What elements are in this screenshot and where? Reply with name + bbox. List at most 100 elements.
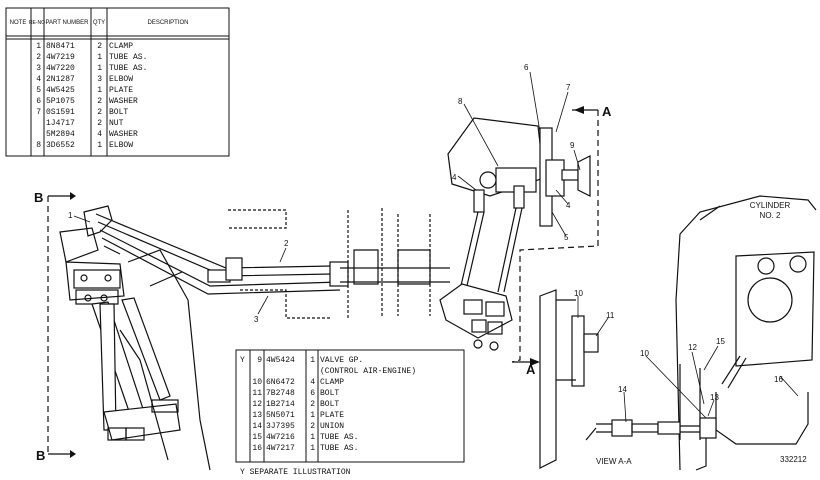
row-part-number: 2N1287: [46, 75, 75, 84]
row-qty: 2: [97, 42, 102, 51]
cylinder-label-line2: NO. 2: [760, 211, 781, 220]
row-ref: 8: [36, 141, 41, 150]
parts-table-top: [5, 7, 230, 157]
row-part-number: 4W7216: [266, 433, 295, 442]
callout-7: 7: [566, 83, 571, 92]
row-part-number: 5N5071: [266, 411, 295, 420]
row-description: (CONTROL AIR-ENGINE): [320, 367, 416, 376]
row-description: TUBE AS.: [109, 53, 147, 62]
section-markers: A A B B: [34, 104, 612, 463]
callout-4-right: 4: [566, 201, 571, 210]
section-b-bottom: B: [36, 448, 45, 463]
callout-14: 14: [618, 385, 627, 394]
header-part-number: PART NUMBER: [45, 20, 89, 26]
row-qty: 2: [310, 400, 315, 409]
row-qty: 1: [97, 64, 102, 73]
row-qty: 2: [310, 422, 315, 431]
row-ref: 6: [36, 97, 41, 106]
row-qty: 1: [310, 433, 315, 442]
row-ref: 2: [36, 53, 41, 62]
row-ref: 7: [36, 108, 41, 117]
row-qty: 1: [310, 411, 315, 420]
row-part-number: 4W5425: [46, 86, 75, 95]
callout-10-bottom: 10: [640, 349, 649, 358]
row-qty: 4: [97, 130, 102, 139]
row-ref: 13: [252, 411, 262, 420]
row-part-number: 3D6552: [46, 141, 75, 150]
row-qty: 1: [97, 53, 102, 62]
row-ref: 16: [252, 444, 262, 453]
view-label: VIEW A-A: [596, 457, 632, 466]
row-part-number: 5P1075: [46, 97, 75, 106]
row-part-number: 5M2894: [46, 130, 75, 139]
row-description: BOLT: [320, 400, 339, 409]
row-description: NUT: [109, 119, 124, 128]
row-description: UNION: [320, 422, 344, 431]
callout-5: 5: [564, 233, 569, 242]
view-a-a: [539, 195, 817, 471]
row-part-number: 1J4717: [46, 119, 75, 128]
row-qty: 4: [310, 378, 315, 387]
row-description: PLATE: [109, 86, 133, 95]
row-ref: 11: [252, 389, 262, 398]
header-ref: RE-NO: [29, 20, 45, 26]
row-ref: 15: [252, 433, 262, 442]
callout-12: 12: [688, 343, 697, 352]
row-part-number: 8N8471: [46, 42, 75, 51]
row-qty: 1: [97, 86, 102, 95]
leader-lines: [73, 71, 799, 423]
callout-13: 13: [710, 393, 719, 402]
illustration-number: 332212: [780, 455, 807, 464]
callout-8: 8: [458, 97, 463, 106]
section-b-top: B: [34, 190, 43, 205]
row-description: TUBE AS.: [320, 433, 358, 442]
row-part-number: 0S1591: [46, 108, 75, 117]
row-description: ELBOW: [109, 141, 133, 150]
parts-table-top-headers: NOTE RE-NO PART NUMBER QTY DESCRIPTION: [10, 20, 189, 26]
row-description: VALVE GP.: [320, 356, 363, 365]
callout-2: 2: [284, 239, 289, 248]
row-description: WASHER: [109, 97, 138, 106]
row-qty: 1: [310, 444, 315, 453]
row-qty: 1: [310, 356, 315, 365]
row-note: Y: [240, 356, 245, 365]
callout-9: 9: [570, 141, 575, 150]
section-b-arrows: [70, 192, 76, 458]
section-a-arrows: [530, 106, 584, 366]
callout-16: 16: [774, 375, 783, 384]
parts-table-bottom: [235, 349, 465, 463]
row-part-number: 7B2748: [266, 389, 295, 398]
valve-assembly: [439, 109, 599, 363]
row-ref: 14: [252, 422, 262, 431]
row-description: CLAMP: [320, 378, 344, 387]
row-qty: 2: [97, 97, 102, 106]
row-ref: 9: [257, 356, 262, 365]
row-description: ELBOW: [109, 75, 133, 84]
callout-3: 3: [254, 315, 259, 324]
separate-illustration-note: Y SEPARATE ILLUSTRATION: [240, 468, 351, 477]
left-assembly: [47, 195, 450, 471]
callout-6: 6: [524, 63, 529, 72]
section-a-bottom: A: [526, 362, 536, 377]
callout-1: 1: [68, 211, 73, 220]
row-qty: 6: [310, 389, 315, 398]
row-part-number: 1B2714: [266, 400, 295, 409]
parts-table-bottom-rows: Y 9 4W5424 1 VALVE GP. (CONTROL AIR-ENGINE) 10…: [240, 356, 416, 453]
row-ref: 5: [36, 86, 41, 95]
header-description: DESCRIPTION: [147, 20, 188, 26]
callout-15: 15: [716, 337, 725, 346]
row-qty: 2: [97, 119, 102, 128]
row-description: PLATE: [320, 411, 344, 420]
row-part-number: 4W5424: [266, 356, 295, 365]
row-description: BOLT: [109, 108, 128, 117]
cylinder-label-line1: CYLINDER: [750, 201, 791, 210]
row-description: BOLT: [320, 389, 339, 398]
row-qty: 3: [97, 75, 102, 84]
row-description: TUBE AS.: [109, 64, 147, 73]
header-qty: QTY: [93, 20, 105, 26]
row-ref: 3: [36, 64, 41, 73]
row-part-number: 4W7217: [266, 444, 295, 453]
row-ref: 10: [252, 378, 262, 387]
